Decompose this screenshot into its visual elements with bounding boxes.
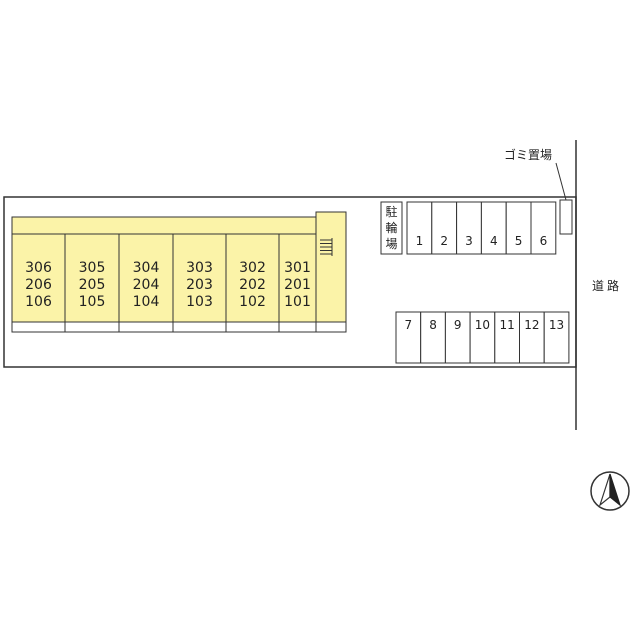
unit-number: 106 — [25, 294, 52, 310]
parking-stall — [519, 311, 545, 364]
balcony-strip — [11, 321, 347, 333]
parking-stall — [494, 311, 520, 364]
bicycle-parking: 駐 輪 場 — [380, 201, 403, 255]
building-body — [11, 233, 347, 323]
unit-number: 105 — [79, 294, 106, 310]
garbage-leader-line — [555, 162, 567, 201]
unit-dividers — [64, 234, 280, 322]
parking-stall — [469, 311, 496, 364]
parking-stall — [431, 201, 458, 255]
bicycle-parking-char-2: 輪 — [385, 220, 397, 235]
unit-number: 102 — [239, 294, 266, 310]
stair-tower — [315, 211, 347, 323]
bicycle-parking-char-1: 駐 — [385, 204, 397, 219]
unit-number: 306 — [25, 260, 52, 276]
unit-number: 304 — [133, 260, 160, 276]
parking-stall — [505, 201, 532, 255]
unit-number: 203 — [186, 277, 213, 293]
bicycle-parking-char-3: 場 — [385, 237, 397, 251]
unit-number: 201 — [284, 277, 311, 293]
parking-stall-number: 10 — [475, 318, 490, 332]
parking-stall-number: 1 — [416, 234, 424, 248]
parking-stall-number: 6 — [540, 234, 548, 248]
north-arrow-icon — [590, 471, 630, 511]
parking-stall-number: 4 — [490, 234, 498, 248]
parking-stall — [530, 201, 557, 255]
parking-stall — [543, 311, 570, 364]
parking-stall-number: 3 — [465, 234, 473, 248]
building-top-strip — [11, 216, 347, 235]
parking-stall-number: 2 — [440, 234, 448, 248]
garbage-area: ゴミ置場 — [504, 147, 573, 235]
unit-labels: 3062061063052051053042041043032031033022… — [25, 260, 311, 310]
parking-stall-number: 9 — [454, 318, 462, 332]
garbage-box — [559, 199, 573, 235]
unit-number: 103 — [186, 294, 213, 310]
apartment-building: 3062061063052051053042041043032031033022… — [11, 211, 347, 333]
unit-number: 303 — [186, 260, 213, 276]
parking-stall-number: 8 — [429, 318, 437, 332]
unit-number: 302 — [239, 260, 266, 276]
parking-stall-number: 7 — [405, 318, 413, 332]
unit-number: 301 — [284, 260, 311, 276]
staircase — [320, 238, 333, 256]
unit-number: 202 — [239, 277, 266, 293]
garbage-label: ゴミ置場 — [504, 147, 552, 162]
road-label-char-2: 路 — [607, 278, 619, 293]
parking-bottom-row: 7 8 9 10 11 12 13 — [395, 311, 570, 364]
bicycle-parking-box — [380, 201, 403, 255]
parking-top-row: 1 2 3 4 5 6 — [406, 201, 557, 255]
road-label-char-1: 道 — [592, 279, 604, 293]
unit-number: 101 — [284, 294, 311, 310]
parking-stall-number: 13 — [549, 318, 564, 332]
parking-stall-number: 11 — [500, 318, 515, 332]
parking-stall — [480, 201, 507, 255]
unit-number: 205 — [79, 277, 106, 293]
unit-number: 305 — [79, 260, 106, 276]
unit-number: 204 — [133, 277, 160, 293]
parking-stall-number: 12 — [524, 318, 539, 332]
unit-number: 206 — [25, 277, 52, 293]
parking-stall — [395, 311, 422, 364]
balcony-dividers — [64, 322, 317, 332]
parking-stall-number: 5 — [515, 234, 523, 248]
unit-number: 104 — [133, 294, 160, 310]
